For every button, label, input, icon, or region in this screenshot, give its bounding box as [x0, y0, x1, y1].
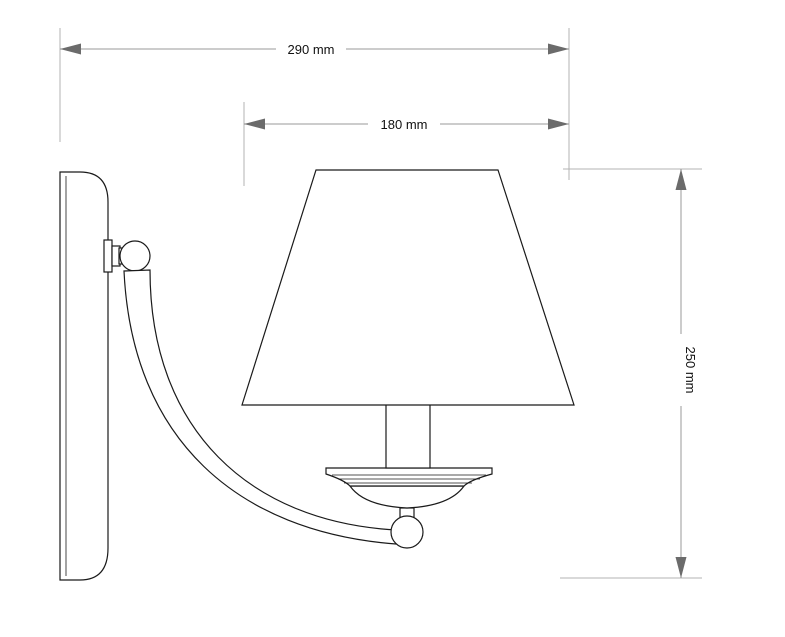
extension-lines: [59, 28, 702, 579]
candle-cup: [325, 467, 493, 509]
upper-mount: [103, 239, 151, 273]
dimension-shade-width: 180 mm: [244, 115, 569, 133]
mount-base-plate: [103, 239, 113, 273]
label-bg-290: [276, 40, 346, 58]
label-bg-250: [672, 334, 690, 406]
dim-label-total-width: 290 mm: [288, 42, 335, 57]
dimension-total-width: 290 mm: [60, 40, 569, 58]
mount-ball-top: [119, 240, 151, 272]
arrowhead-left-290: [60, 43, 81, 55]
cup-rim: [325, 467, 493, 487]
arrowhead-left-180: [244, 118, 265, 130]
dimension-height: 250 mm: [672, 169, 698, 578]
lower-joint: [390, 507, 424, 549]
dim-label-height: 250 mm: [683, 347, 698, 394]
lamp-shade: [241, 169, 575, 406]
label-bg-180: [368, 115, 440, 133]
arrowhead-top-250: [675, 169, 687, 190]
dim-label-shade-width: 180 mm: [381, 117, 428, 132]
wall-plate: [59, 171, 109, 581]
arrowhead-right-290: [548, 43, 569, 55]
arrowhead-right-180: [548, 118, 569, 130]
cup-bowl: [348, 485, 466, 509]
candle-sleeve: [385, 403, 431, 469]
mount-ball-bottom: [390, 515, 424, 549]
arrowhead-bottom-250: [675, 557, 687, 578]
